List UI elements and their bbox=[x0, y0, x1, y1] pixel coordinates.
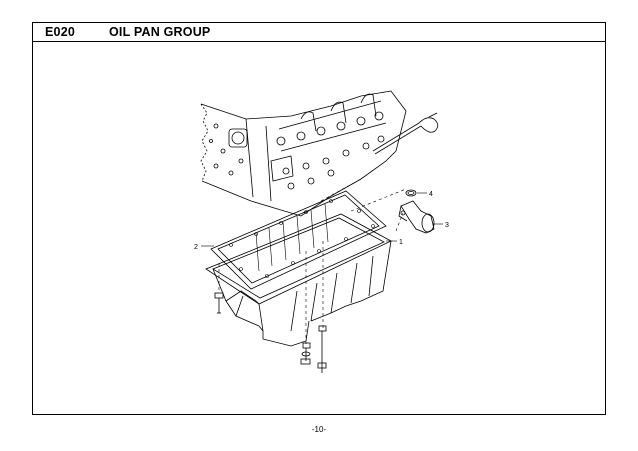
oil-strainer bbox=[398, 200, 435, 234]
engine-block bbox=[200, 90, 407, 217]
oil-pan-gasket bbox=[210, 190, 387, 290]
section-title: OIL PAN GROUP bbox=[109, 25, 211, 39]
page-number: -10- bbox=[311, 425, 327, 434]
o-ring bbox=[405, 189, 417, 197]
exploded-parts-drawing: 2 1 3 4 bbox=[194, 90, 449, 373]
dipstick bbox=[372, 112, 439, 155]
callout-4: 4 bbox=[429, 191, 433, 198]
callout-1: 1 bbox=[399, 239, 403, 246]
callout-2: 2 bbox=[194, 244, 198, 251]
callout-3: 3 bbox=[445, 222, 449, 229]
leader-lines bbox=[201, 192, 443, 247]
page-frame: E020 OIL PAN GROUP bbox=[32, 22, 606, 415]
section-code: E020 bbox=[45, 25, 75, 39]
oil-pan bbox=[205, 213, 392, 347]
pan-bolts bbox=[214, 292, 327, 373]
section-header: E020 OIL PAN GROUP bbox=[33, 23, 605, 42]
